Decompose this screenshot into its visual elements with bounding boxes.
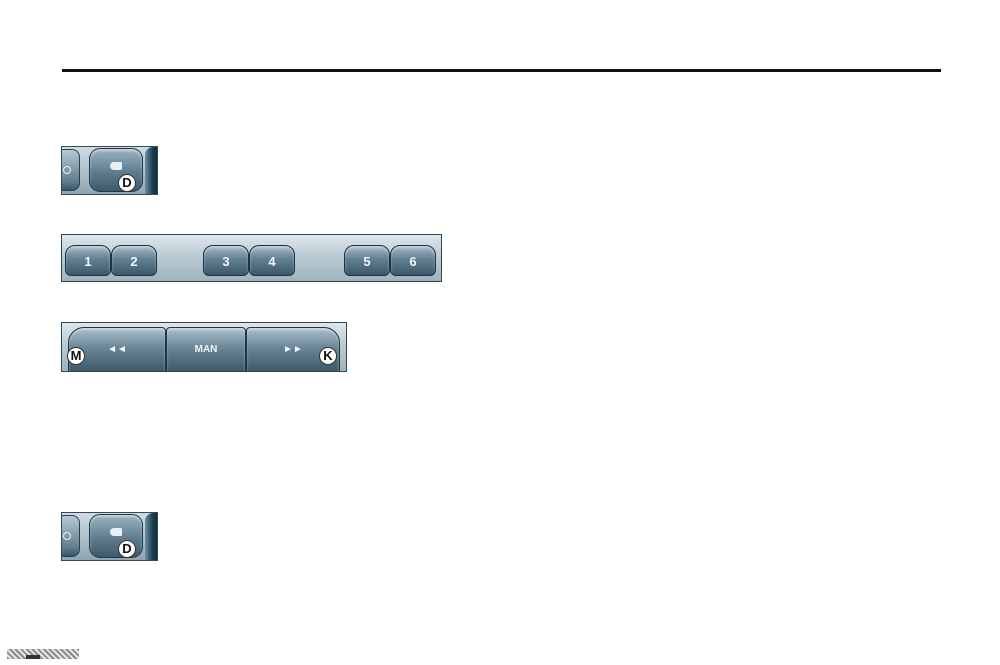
source-button[interactable] bbox=[89, 148, 143, 192]
preset-buttons-panel: 1 2 3 4 5 6 bbox=[61, 234, 442, 282]
panel-edge bbox=[145, 147, 157, 194]
callout-badge-d: D bbox=[118, 540, 136, 558]
preset-button-4[interactable]: 4 bbox=[249, 245, 295, 276]
adjacent-knob bbox=[62, 515, 80, 557]
manual-tune-button[interactable]: MAN bbox=[166, 327, 246, 371]
circle-icon bbox=[63, 166, 71, 174]
source-button-panel-bottom: D bbox=[61, 512, 158, 561]
callout-badge-d: D bbox=[118, 174, 136, 192]
cassette-eject-icon bbox=[110, 528, 122, 536]
circle-icon bbox=[63, 532, 71, 540]
source-button-panel-top: D bbox=[61, 146, 158, 195]
preset-button-3[interactable]: 3 bbox=[203, 245, 249, 276]
preset-button-1[interactable]: 1 bbox=[65, 245, 111, 276]
top-horizontal-rule bbox=[62, 69, 938, 72]
seek-back-button[interactable]: ◄◄ bbox=[68, 327, 166, 371]
callout-badge-k: K bbox=[319, 347, 337, 365]
panel-edge bbox=[145, 513, 157, 560]
cassette-eject-icon bbox=[110, 162, 122, 170]
adjacent-knob bbox=[62, 149, 80, 191]
preset-button-6[interactable]: 6 bbox=[390, 245, 436, 276]
footer-page-marker bbox=[7, 649, 79, 659]
tuner-buttons-panel: ◄◄ MAN ►► M K bbox=[61, 322, 347, 372]
preset-button-2[interactable]: 2 bbox=[111, 245, 157, 276]
rule-end-dot bbox=[938, 69, 941, 72]
preset-button-5[interactable]: 5 bbox=[344, 245, 390, 276]
marker-notch bbox=[26, 655, 40, 659]
callout-badge-m: M bbox=[67, 347, 85, 365]
